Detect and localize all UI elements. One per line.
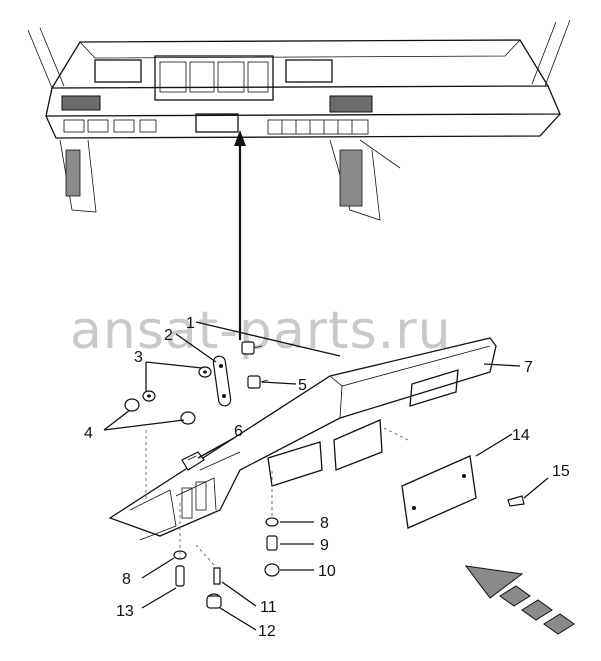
clip-part-6 xyxy=(181,451,205,471)
nameplate-part xyxy=(401,455,477,529)
assembly-guide-lines xyxy=(145,427,409,566)
callout-7: 7 xyxy=(524,359,533,376)
callout-4: 4 xyxy=(84,425,93,442)
callout-9: 9 xyxy=(320,537,329,554)
callout-15: 15 xyxy=(552,463,570,480)
nut-part-4 xyxy=(124,398,196,425)
nut-part-12 xyxy=(206,593,222,609)
screw-part-9 xyxy=(266,535,278,551)
callout-13: 13 xyxy=(116,603,134,620)
watermark-text: ansat-parts.ru xyxy=(70,301,452,361)
leader-lines xyxy=(103,321,549,631)
callout-14: 14 xyxy=(512,427,530,444)
screw-part-1 xyxy=(241,341,263,355)
callout-12: 12 xyxy=(258,623,276,640)
location-arrow xyxy=(234,130,246,340)
nut-part-10 xyxy=(264,563,280,577)
front-direction-arrow-icon xyxy=(464,565,575,635)
callout-8-right: 8 xyxy=(320,515,329,532)
callout-2: 2 xyxy=(164,327,173,344)
dashboard-illustration xyxy=(27,19,571,221)
screw-part-13 xyxy=(175,565,185,587)
callout-5: 5 xyxy=(298,377,307,394)
callout-6: 6 xyxy=(234,423,243,440)
screw-part-11 xyxy=(213,567,221,585)
callout-8-left: 8 xyxy=(122,571,131,588)
console-panel-part xyxy=(108,337,497,541)
bracket-part-2 xyxy=(212,355,232,407)
callout-10: 10 xyxy=(318,563,336,580)
screw-part-15 xyxy=(507,495,525,507)
washer-part-3 xyxy=(142,366,212,402)
callout-3: 3 xyxy=(134,349,143,366)
callout-11: 11 xyxy=(260,599,277,616)
callout-labels: 1 2 3 4 5 6 7 8 9 10 8 13 11 12 14 15 xyxy=(84,315,570,640)
washer-part-8 xyxy=(173,517,279,560)
callout-1: 1 xyxy=(186,315,195,332)
screw-part-5 xyxy=(247,375,269,389)
